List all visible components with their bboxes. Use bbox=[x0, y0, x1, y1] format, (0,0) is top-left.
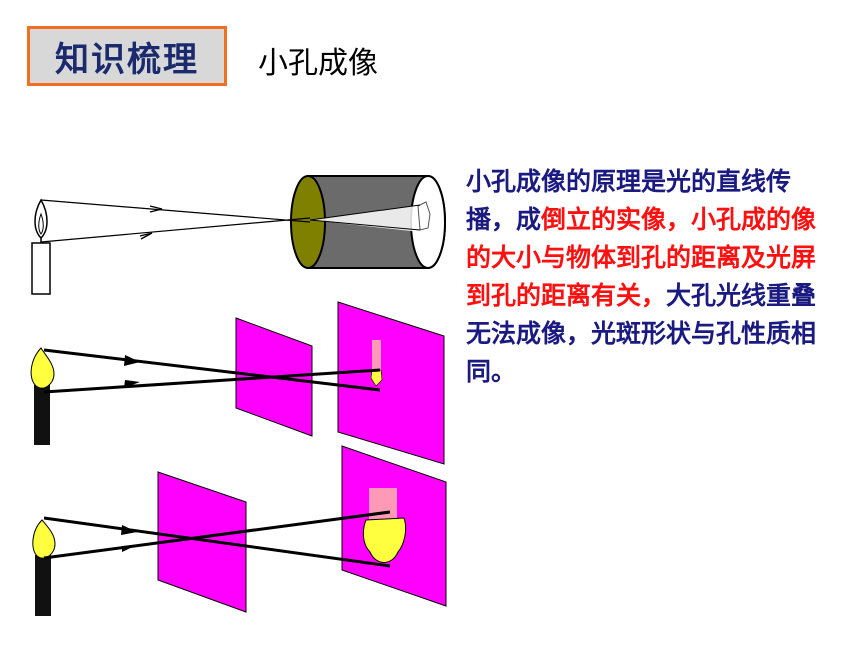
candle-2 bbox=[30, 347, 55, 445]
light-rays-1 bbox=[40, 199, 421, 243]
camera-tube bbox=[290, 175, 446, 269]
page-title: 小孔成像 bbox=[258, 46, 378, 81]
candle-3 bbox=[32, 519, 56, 616]
large-image-figure bbox=[32, 445, 447, 616]
explanation-part-2-highlight: 倒立的实像，小孔成的像的大小与物体到孔的距离及光屏到孔的距离有关， bbox=[466, 205, 817, 310]
image-screen-2 bbox=[337, 301, 445, 465]
inverted-image-large bbox=[362, 488, 407, 563]
explanation-part-3: 大孔光线重叠无法成像，光斑形状与孔性质相同。 bbox=[466, 281, 817, 386]
pinhole-camera-figure bbox=[31, 175, 446, 295]
explanation-part-1: 小孔成像的原理是光的直线传播，成 bbox=[466, 167, 792, 234]
section-tag: 知识梳理 bbox=[55, 39, 199, 80]
explanation-text: 小孔成像的原理是光的直线传播，成倒立的实像，小孔成的像的大小与物体到孔的距离及光… bbox=[466, 163, 822, 391]
section-tag-box: 知识梳理 bbox=[27, 26, 227, 86]
small-pinhole-figure bbox=[30, 301, 445, 465]
candle-outline bbox=[31, 198, 51, 295]
inverted-image-small bbox=[370, 340, 383, 387]
